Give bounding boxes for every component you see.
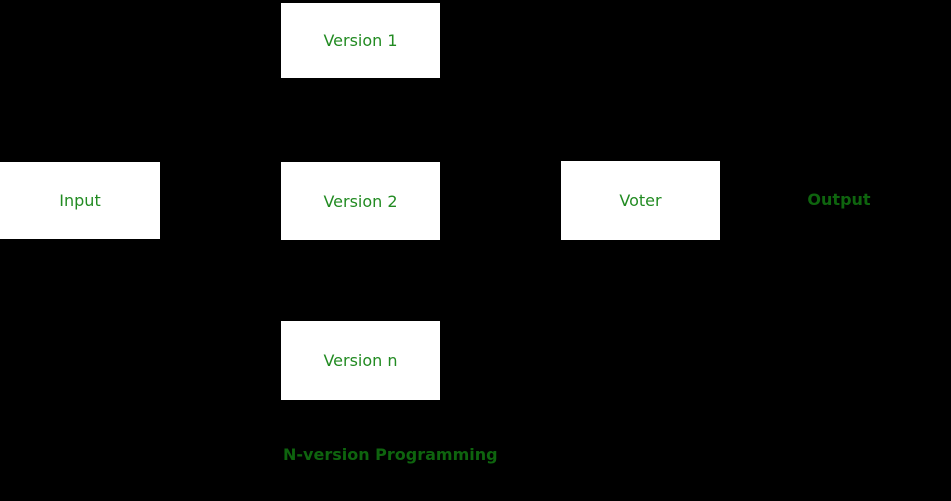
node-input-label: Input <box>59 191 101 210</box>
node-version-2-label: Version 2 <box>323 191 398 211</box>
node-version-1-label: Version 1 <box>323 31 398 50</box>
node-version-n: Version n <box>281 321 440 400</box>
node-version-1: Version 1 <box>281 3 440 78</box>
node-voter: Voter <box>561 161 720 240</box>
node-version-2: Version 2 <box>281 162 440 240</box>
diagram-caption: N-version Programming <box>283 445 498 464</box>
node-voter-label: Voter <box>619 191 662 210</box>
output-label: Output <box>807 190 871 209</box>
node-version-n-label: Version n <box>323 351 398 370</box>
node-input: Input <box>0 162 160 239</box>
